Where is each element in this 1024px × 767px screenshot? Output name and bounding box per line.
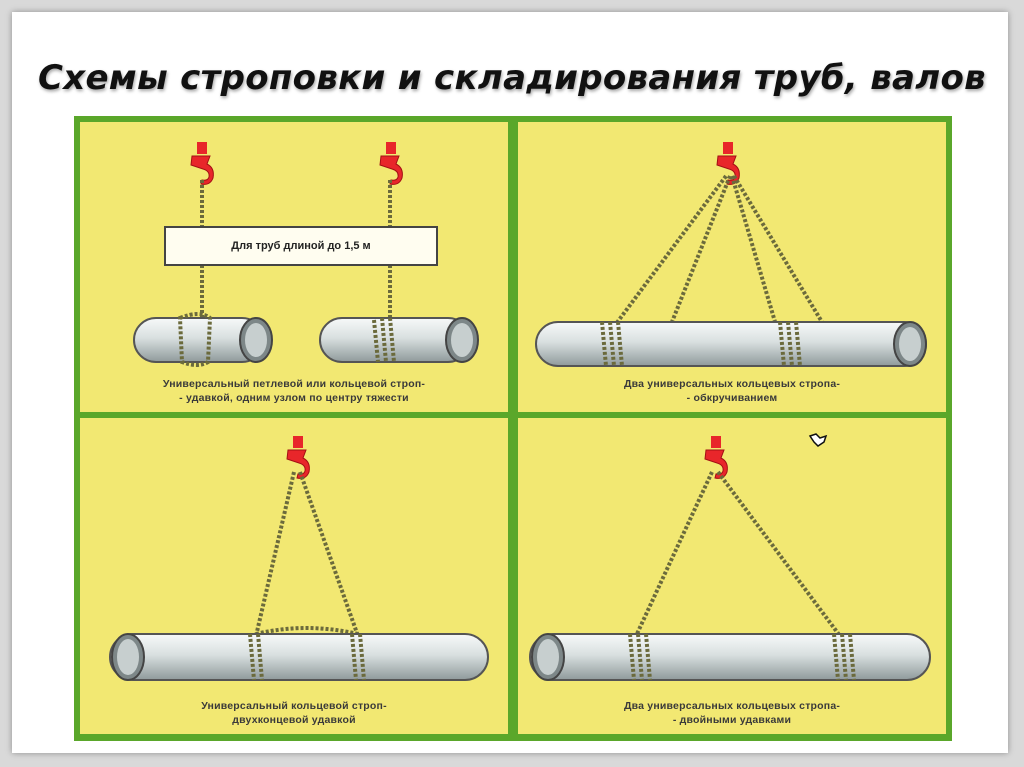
caption-top-right-line2: - обкручиванием bbox=[686, 392, 778, 404]
pipe-icon bbox=[109, 633, 489, 681]
rope-sling-icon bbox=[608, 174, 830, 334]
rope-sling-icon bbox=[634, 470, 842, 638]
panel-top-left: Для труб длиной до 1,5 м Универсальный п… bbox=[80, 122, 508, 412]
slide-title: Схемы строповки и складирования труб, ва… bbox=[38, 58, 986, 98]
crane-hook-icon bbox=[379, 142, 403, 185]
caption-bottom-left-line1: Универсальный кольцевой строп- bbox=[201, 700, 387, 712]
pipe-icon bbox=[529, 633, 931, 681]
crane-hook-icon bbox=[704, 436, 728, 479]
rope-sling-icon bbox=[254, 471, 360, 637]
caption-top-left-line2: - удавкой, одним узлом по центру тяжести bbox=[179, 392, 409, 404]
crane-hook-icon bbox=[190, 142, 214, 185]
caption-bottom-right-line2: - двойными удавками bbox=[672, 714, 792, 726]
panel-bottom-left: Универсальный кольцевой строп- двухконце… bbox=[80, 418, 508, 734]
panel-top-left-illustration bbox=[133, 142, 479, 367]
pipe-length-note: Для труб длиной до 1,5 м bbox=[164, 226, 438, 266]
pipe-icon bbox=[319, 317, 479, 363]
caption-top-left-line1: Универсальный петлевой или кольцевой стр… bbox=[162, 378, 426, 390]
mouse-cursor-icon bbox=[808, 433, 828, 447]
panel-bottom-left-illustration bbox=[109, 436, 489, 681]
caption-top-right-line1: Два универсальных кольцевых стропа- bbox=[623, 378, 841, 390]
pipe-icon bbox=[535, 321, 927, 367]
caption-bottom-right-line1: Два универсальных кольцевых стропа- bbox=[623, 700, 841, 712]
panel-top-right-illustration bbox=[535, 142, 927, 367]
caption-bottom-left-line2: двухконцевой удавкой bbox=[232, 714, 356, 726]
pipe-icon bbox=[133, 312, 273, 367]
crane-hook-icon bbox=[286, 436, 310, 479]
panel-top-right: Два универсальных кольцевых стропа- - об… bbox=[518, 122, 946, 412]
sling-poster: Для труб длиной до 1,5 м Универсальный п… bbox=[74, 116, 952, 741]
panel-bottom-right: Два универсальных кольцевых стропа- - дв… bbox=[518, 418, 946, 734]
panel-bottom-right-illustration bbox=[529, 436, 931, 681]
